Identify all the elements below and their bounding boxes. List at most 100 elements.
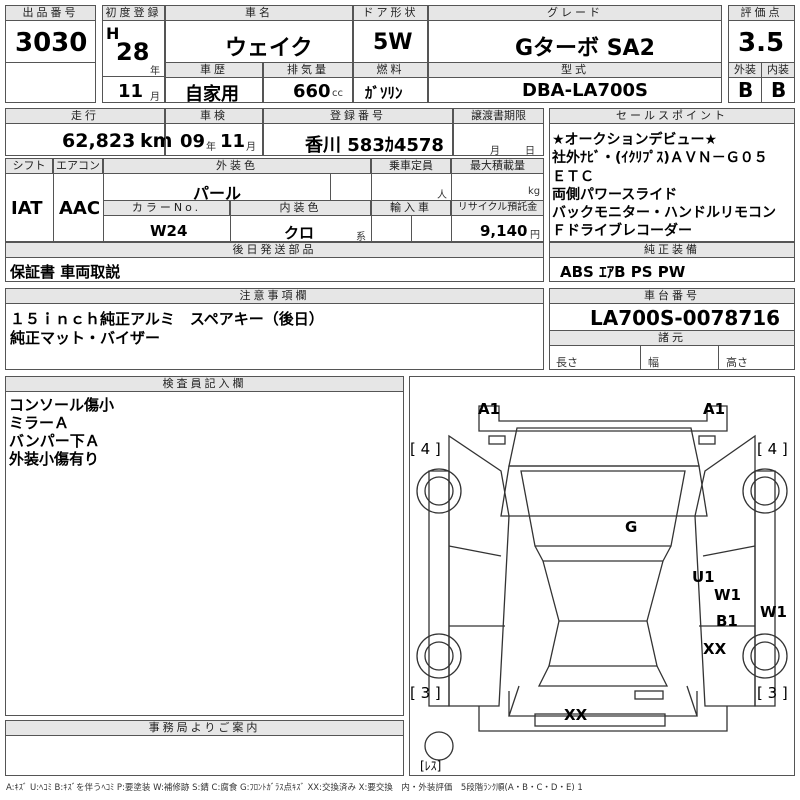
damage-mark: B1 (716, 612, 738, 630)
first-reg-year: 28 (116, 38, 150, 66)
year-unit: 年 (150, 66, 160, 77)
notes-line: 純正マット・バイザー (10, 329, 161, 347)
insp-year-unit: 年 (206, 142, 216, 153)
car-name-label: 車名 (165, 5, 353, 21)
score-label: 評価点 (728, 5, 795, 21)
car-diagram (416, 405, 788, 761)
load-label: 最大積載量 (451, 158, 544, 174)
chassis-number: LA700S-0078716 (590, 306, 781, 330)
length-label: 長さ (556, 356, 578, 369)
fuel: ｶﾞｿﾘﾝ (365, 84, 403, 102)
lot-label: 出品番号 (5, 5, 96, 21)
notes-line: １５ｉｎｃｈ純正アルミ スペアキー（後日） (10, 310, 324, 328)
ext-color: パール (193, 184, 242, 203)
recycle: 9,140 (480, 222, 528, 240)
first-reg-month: 11 (118, 81, 144, 102)
tire-bracket: [ 4 ] (410, 440, 441, 458)
inspection-label: 車検 (165, 108, 263, 124)
int-label: 内装 (761, 62, 795, 78)
lot-number: 3030 (15, 28, 88, 58)
capacity-label: 乗車定員 (371, 158, 451, 174)
int-grade: B (771, 78, 787, 102)
displacement-label: 排気量 (263, 62, 353, 78)
ext-label: 外装 (728, 62, 762, 78)
capacity-unit: 人 (437, 190, 447, 201)
inspector-line: バンパー下Ａ (9, 432, 100, 450)
ext-color-label: 外装色 (103, 158, 371, 174)
damage-mark: U1 (692, 568, 715, 586)
equipment: ABS ｴｱB PS PW (560, 263, 686, 281)
shipping-label: 後日発送部品 (5, 242, 544, 258)
spare-bracket: [ﾚｽ] (420, 759, 442, 773)
history-label: 車歴 (165, 62, 263, 78)
model-label: 型式 (428, 62, 722, 78)
inspection-month: 11 (220, 131, 246, 152)
doors: 5W (373, 30, 413, 55)
tire-bracket: [ 3 ] (757, 684, 788, 702)
inspection-year: 09 (180, 131, 206, 152)
load-unit: kg (528, 186, 541, 197)
first-reg-label: 初度登録 (102, 5, 165, 21)
office-label: 事務局よりご案内 (5, 720, 404, 736)
height-label: 高さ (726, 356, 748, 369)
damage-mark: W1 (760, 603, 787, 621)
history: 自家用 (185, 84, 239, 105)
month-unit: 月 (150, 92, 160, 103)
plate-label: 登録番号 (263, 108, 453, 124)
transfer-month: 月 (490, 146, 500, 157)
ext-grade: B (738, 78, 754, 102)
recycle-unit: 円 (530, 230, 540, 241)
mileage-label: 走行 (5, 108, 165, 124)
int-color-label: 内装色 (230, 200, 371, 216)
notes-label: 注意事項欄 (5, 288, 544, 304)
grade: Gターボ SA2 (515, 36, 655, 61)
grade-label: グレード (428, 5, 722, 21)
color-no-label: カラーNo. (103, 200, 230, 216)
inspector-line: ミラーＡ (9, 414, 70, 432)
import-label: 輸入車 (371, 200, 451, 216)
legend: A:ｷｽﾞ U:ﾍｺﾐ B:ｷｽﾞを伴うﾍｺﾐ P:要塗装 W:補修跡 S:錆 … (6, 783, 583, 793)
recycle-label: リサイクル預託金 (451, 200, 544, 216)
car-diagram-box (409, 376, 795, 776)
car-name: ウェイク (225, 36, 313, 61)
mileage-unit: km (140, 130, 173, 152)
tire-bracket: [ 3 ] (410, 684, 441, 702)
selling-line: ★オークションデビュー★ (552, 132, 718, 148)
era: H (106, 24, 120, 43)
selling-points-label: セールスポイント (549, 108, 795, 124)
ac: AAC (59, 198, 101, 219)
chassis-label: 車台番号 (549, 288, 795, 304)
plate: 香川 583ｶ4578 (305, 135, 444, 156)
model: DBA-LA700S (522, 80, 648, 101)
damage-mark: A1 (703, 400, 726, 418)
displacement-unit: cc (332, 88, 343, 99)
damage-mark: XX (703, 640, 727, 658)
int-color: クロ (284, 224, 315, 242)
damage-mark: G (625, 518, 638, 536)
fuel-label: 燃料 (353, 62, 428, 78)
dims-label: 諸元 (549, 330, 795, 346)
mileage: 62,823 (62, 130, 136, 152)
selling-line: 両側パワースライド (552, 187, 678, 203)
score: 3.5 (738, 28, 785, 58)
color-no: W24 (150, 222, 188, 240)
inspector-line: 外装小傷有り (9, 450, 100, 468)
displacement: 660 (293, 81, 331, 102)
shipping-parts: 保証書 車両取説 (10, 263, 121, 281)
shift: IAT (11, 198, 43, 219)
insp-month-unit: 月 (246, 142, 256, 153)
damage-mark: XX (564, 706, 588, 724)
damage-mark: A1 (478, 400, 501, 418)
selling-line: ＥＴＣ (552, 169, 594, 185)
int-color-unit: 系 (356, 232, 366, 243)
transfer-label: 譲渡書期限 (453, 108, 544, 124)
equipment-label: 純正装備 (549, 242, 795, 258)
width-label: 幅 (648, 356, 659, 369)
selling-line: バックモニター・ハンドルリモコン (552, 205, 776, 221)
tire-bracket: [ 4 ] (757, 440, 788, 458)
ac-label: エアコン (53, 158, 103, 174)
doors-label: ドア形状 (353, 5, 428, 21)
damage-mark: W1 (714, 586, 741, 604)
transfer-day: 日 (525, 146, 535, 157)
shift-label: シフト (5, 158, 53, 174)
